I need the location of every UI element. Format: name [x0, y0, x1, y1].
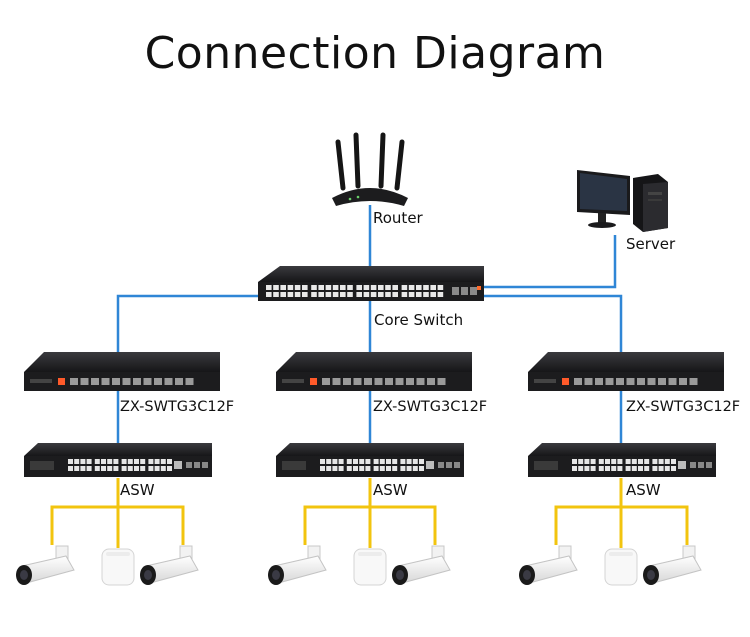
aggregation-switch-label-3: ZX-SWTG3C12F — [626, 399, 741, 415]
server-core-cable — [484, 235, 617, 289]
access-switch-1 — [24, 443, 212, 477]
server-label: Server — [626, 235, 676, 253]
aggregation-switch-label-2: ZX-SWTG3C12F — [373, 399, 488, 415]
camera-right-3 — [643, 545, 702, 585]
camera-cables — [50, 478, 689, 548]
camera-right-1 — [140, 545, 199, 585]
core-agg-right-cable — [484, 294, 623, 356]
aggregation-switch-1 — [24, 352, 220, 391]
aggregation-switch-3 — [528, 352, 724, 391]
access-switch-label-3: ASW — [626, 481, 661, 499]
uplink-cables — [116, 205, 623, 446]
diagram-title: Connection Diagram — [144, 28, 606, 79]
core-agg-left-cable — [116, 294, 258, 356]
access-point-1 — [101, 548, 135, 586]
camera-right-2 — [392, 545, 451, 585]
aggregation-switch-label-1: ZX-SWTG3C12F — [120, 399, 235, 415]
core-switch-label: Core Switch — [374, 311, 464, 329]
camera-left-1 — [16, 545, 75, 585]
endpoint-devices — [16, 545, 702, 586]
aggregation-switch-2 — [276, 352, 472, 391]
server-icon — [577, 170, 668, 232]
router-label: Router — [373, 209, 423, 227]
access-switch-3 — [528, 443, 716, 477]
camera-left-2 — [268, 545, 327, 585]
access-switch-icons — [24, 443, 716, 477]
access-switch-label-1: ASW — [120, 481, 155, 499]
access-switch-label-2: ASW — [373, 481, 408, 499]
aggregation-switch-icons — [24, 352, 724, 391]
router-icon — [332, 132, 408, 206]
camera-left-3 — [519, 545, 578, 585]
access-point-3 — [604, 548, 638, 586]
core-switch-icon — [258, 266, 484, 301]
access-switch-2 — [276, 443, 464, 477]
access-point-2 — [353, 548, 387, 586]
